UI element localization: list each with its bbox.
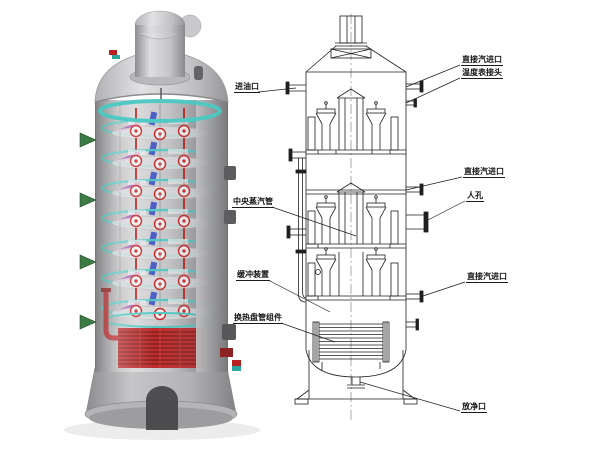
access-opening-3d xyxy=(146,386,178,430)
top-nozzle-3d xyxy=(129,10,202,86)
label-oil-inlet: 进油口 xyxy=(234,82,260,93)
schematic-tray-decks xyxy=(306,149,406,301)
schematic xyxy=(257,14,466,420)
nozzle-direct-steam-1 xyxy=(406,80,424,93)
schematic-top-nozzle xyxy=(335,15,367,47)
top-tray-ring-3d xyxy=(98,99,222,123)
nozzle-oil-inlet xyxy=(285,81,306,95)
schematic-central-steam-pipe xyxy=(336,88,366,296)
label-drain-port: 放净口 xyxy=(461,402,487,413)
label-central-steam-pipe: 中央蒸汽管 xyxy=(232,197,274,208)
label-direct-steam-inlet-2: 直接汽进口 xyxy=(463,167,505,178)
leader-lines xyxy=(257,64,466,412)
label-thermometer-connection: 温度表接头 xyxy=(461,68,503,79)
label-buffer-device: 缓冲装置 xyxy=(236,270,270,281)
nozzle-coil-connection xyxy=(406,318,419,331)
schematic-bottom-head xyxy=(305,349,407,378)
label-direct-steam-inlet-3: 直接汽进口 xyxy=(466,272,508,283)
nozzle-drain xyxy=(347,377,365,389)
schematic-cone xyxy=(305,45,407,73)
schematic-demister xyxy=(330,48,372,59)
schematic-skirt xyxy=(294,350,418,405)
label-direct-steam-inlet-1: 直接汽进口 xyxy=(461,55,503,66)
label-manhole: 人孔 xyxy=(466,191,484,202)
schematic-downcomers xyxy=(307,116,399,297)
schematic-coil xyxy=(312,321,390,371)
nozzle-left-mid xyxy=(286,225,306,239)
side-fittings-3d xyxy=(79,50,241,371)
label-heat-coil-assembly: 换热盘管组件 xyxy=(233,313,283,324)
schematic-shell xyxy=(305,72,407,350)
model-3d xyxy=(64,10,260,440)
external-downpipe xyxy=(288,148,307,303)
